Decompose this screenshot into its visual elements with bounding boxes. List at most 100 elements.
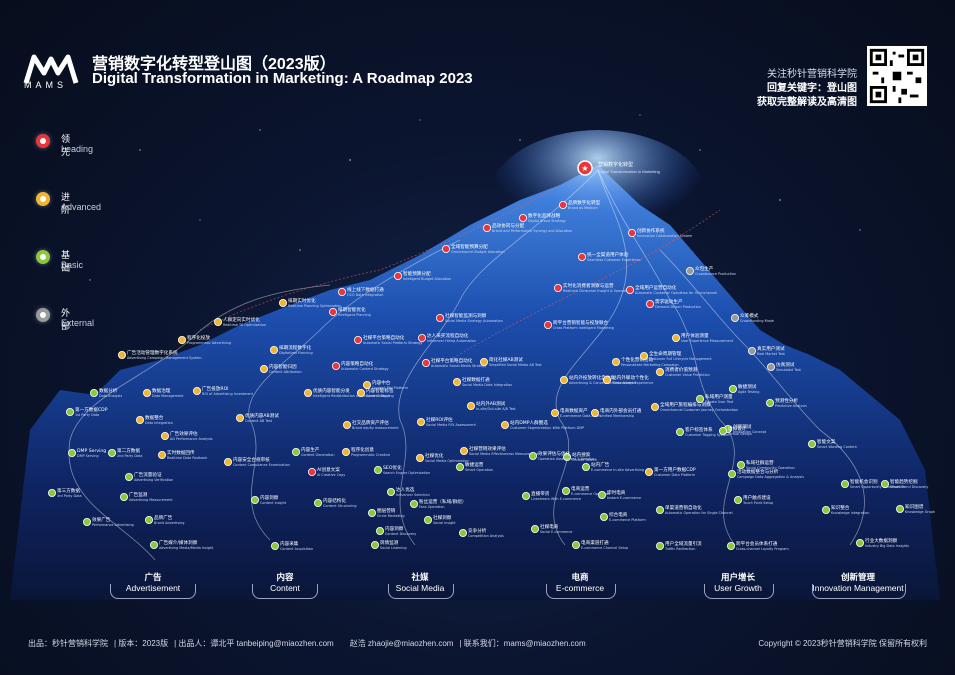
- milestone-label-cn: 私域用户测量: [705, 393, 733, 400]
- milestone-label-en: On-site Search: [572, 458, 597, 462]
- milestone-dot-icon: [353, 335, 362, 344]
- mountain-shape: [10, 165, 940, 600]
- milestone-dot-icon: [551, 408, 560, 417]
- milestone-label-en: Programmatic Creative: [351, 453, 390, 457]
- milestone-label-en: Automatic Social Platform Strategy: [363, 341, 423, 345]
- milestone-dot-icon: [250, 495, 259, 504]
- category-ecommerce: 电商 E-commerce: [542, 572, 618, 594]
- milestone-dot-icon: [881, 479, 890, 488]
- milestone-dot-icon: [90, 388, 99, 397]
- category-bracket: [546, 584, 616, 599]
- milestone-label-cn: 行业大数据洞察: [865, 537, 898, 544]
- milestone-label-en: Social Insight: [433, 521, 456, 525]
- milestone-dot-icon: [767, 362, 776, 371]
- milestone-dot-icon: [375, 527, 384, 536]
- milestone-label-en: Social Media Strategy Automation: [445, 319, 503, 323]
- milestone-label-cn: 广告活动管理数字化系统: [127, 349, 178, 356]
- milestone-dot-icon: [120, 492, 129, 501]
- milestone-dot-icon: [719, 426, 728, 435]
- milestone-label-cn: 效果评估与优化: [538, 450, 571, 457]
- milestone-dot-icon: [455, 462, 464, 471]
- summit-label-cn: 营销数字化转型: [598, 161, 633, 168]
- milestone-label-cn: 内容中台: [372, 379, 391, 386]
- milestone-label-cn: 创新测试: [733, 423, 752, 430]
- milestone-label-en: Intelligent Planning: [338, 313, 371, 317]
- milestone-label-cn: 排期智能优化: [338, 306, 366, 313]
- footer: 出品：秒针营销科学院| 版本：2023版| 出品人：谭北平 tanbeiping…: [28, 639, 586, 648]
- milestone-dot-icon: [582, 462, 591, 471]
- milestone-dot-icon: [386, 487, 395, 496]
- milestone-label-cn: 社媒电商: [540, 523, 559, 530]
- milestone-label-en: Search Engine Optimization: [383, 471, 430, 475]
- milestone-dot-icon: [417, 333, 426, 342]
- milestone-label-en: E-commerce Data Asset: [560, 414, 601, 418]
- milestone-dot-icon: [651, 402, 660, 411]
- milestone-label-en: Brand and Performance Synergy and Alloca…: [492, 229, 572, 233]
- milestone-label-cn: 内容智能标签: [366, 387, 394, 394]
- footer-publisher: 出品：秒针营销科学院: [28, 639, 108, 648]
- category-label-cn: 社媒: [411, 572, 429, 582]
- milestone-dot-icon: [529, 451, 538, 460]
- milestone-label-cn: DMP Serving: [77, 448, 106, 454]
- milestone-label-cn: 优质内容AB测试: [245, 412, 279, 419]
- milestone-dot-icon: [808, 439, 817, 448]
- milestone-dot-icon: [341, 447, 350, 456]
- milestone-label-en: Personalized Experience: [612, 381, 653, 385]
- milestone-label-en: Agile Testing: [738, 390, 759, 394]
- milestone-label-cn: 社媒智能监测与洞察: [445, 312, 487, 319]
- milestone-dot-icon: [291, 447, 300, 456]
- qr-code-icon[interactable]: [867, 46, 927, 106]
- milestone-dot-icon: [482, 223, 491, 232]
- milestone-label-en: Social E-commerce: [540, 530, 572, 534]
- milestone-label-cn: 站内广告: [591, 461, 610, 468]
- milestone-label-cn: 全生命周期管理: [649, 350, 682, 357]
- milestone-label-en: Social Community Operation: [746, 466, 795, 470]
- milestone-dot-icon: [841, 479, 850, 488]
- milestone-label-cn: 直播带货: [531, 490, 550, 497]
- qr-caption: 关注秒针营销科学院 回复关键字：登山图 获取完整解读及高清图: [757, 68, 857, 110]
- milestone-label-en: Advertising Media/Media Insight: [159, 546, 214, 550]
- milestone-label-cn: 虚拟设计: [728, 425, 747, 432]
- milestone-dot-icon: [370, 541, 379, 550]
- milestone-label-cn: 第一方用户数据CDP: [654, 466, 696, 473]
- milestone-dot-icon: [676, 427, 685, 436]
- milestone-label-en: Campaign Data Aggregation & Analysis: [737, 475, 804, 479]
- category-label-cn: 内容: [276, 572, 294, 582]
- milestone-label-en: Advertising & Conversion Data Analysis: [569, 381, 636, 385]
- milestone-label-cn: 竞争分析: [468, 527, 487, 534]
- milestone-label-en: Advertising Campaign Management System: [127, 356, 202, 360]
- milestone-dot-icon: [572, 541, 581, 550]
- milestone-dot-icon: [734, 495, 743, 504]
- milestone-dot-icon: [731, 313, 740, 322]
- milestone-label-en: Predictive Analysis: [775, 404, 807, 408]
- milestone-label-en: Customer Value Prediction: [665, 373, 710, 377]
- milestone-label-cn: 社媒营销效果评估: [469, 445, 506, 452]
- basic-dot-icon: [36, 250, 50, 264]
- milestone-label-cn: 众包生产: [695, 265, 714, 272]
- milestone-label-cn: 品牌数字化转型: [568, 199, 601, 206]
- category-innovation: 创新管理 Innovation Management: [808, 572, 908, 594]
- milestone-label-cn: 品牌广告: [154, 514, 173, 521]
- footer-copyright: Copyright © 2023秒针营销科学院 保留所有权利: [758, 639, 927, 648]
